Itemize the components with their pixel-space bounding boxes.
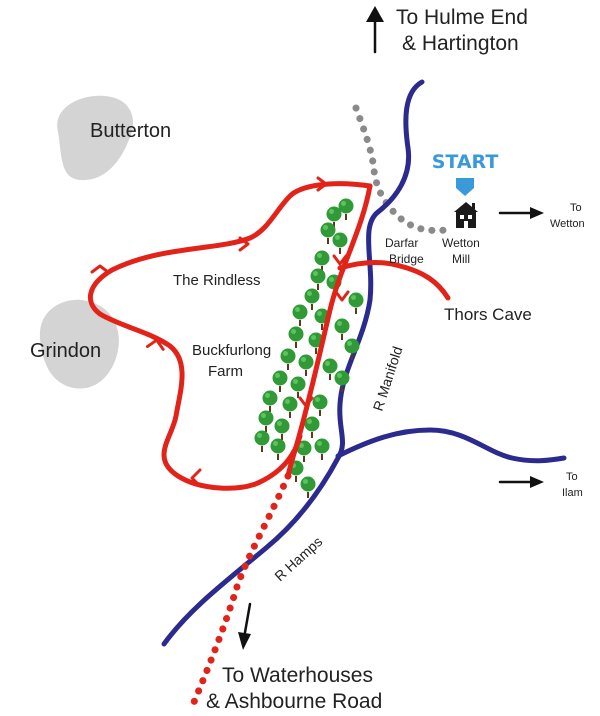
- route-direction-icon: [238, 236, 250, 252]
- wetton-direction-line2: Wetton: [550, 218, 585, 230]
- tree-icon: [338, 198, 354, 220]
- tree-icon: [304, 416, 320, 438]
- north-direction-line2: & Hartington: [402, 32, 519, 55]
- route-loop: [88, 181, 373, 491]
- tree-icon: [314, 438, 330, 460]
- tree-icon: [298, 354, 314, 376]
- tree-icon: [290, 376, 306, 398]
- house-icon: [454, 202, 478, 228]
- tree-icon: [334, 318, 350, 340]
- darfar-bridge-label-line2: Bridge: [389, 252, 424, 266]
- tree-icon: [258, 410, 274, 432]
- river-hamps: [335, 427, 567, 464]
- tree-icon: [254, 430, 270, 452]
- wetton-mill-label-line1: Wetton: [442, 236, 480, 250]
- tree-icon: [292, 304, 308, 326]
- tree-icon: [300, 476, 316, 498]
- tree-icon: [262, 390, 278, 412]
- tree-icon: [348, 292, 364, 314]
- buckfurlong-label-line1: Buckfurlong: [192, 342, 271, 359]
- route-direction-icon: [332, 254, 348, 266]
- tree-icon: [274, 418, 290, 440]
- wetton-mill-label-line2: Mill: [452, 252, 470, 266]
- arrow-icon: [238, 602, 252, 650]
- tree-icon: [272, 370, 288, 392]
- route-direction-icon: [334, 290, 350, 302]
- tree-icon: [270, 438, 286, 460]
- route-branch-thors-cave: [337, 259, 451, 301]
- butterton-area: [57, 95, 134, 181]
- south-direction-line1: To Waterhouses: [222, 664, 373, 687]
- route-direction-icon: [316, 176, 328, 192]
- butterton-label: Butterton: [90, 120, 171, 142]
- north-direction-line1: To Hulme End: [396, 6, 528, 29]
- ilam-direction-line1: To: [566, 471, 578, 483]
- start-marker-icon: [456, 178, 474, 196]
- tree-icon: [288, 326, 304, 348]
- tree-icon: [310, 268, 326, 290]
- route-direction-icon: [190, 468, 202, 488]
- tree-icon: [280, 348, 296, 370]
- tree-icon: [322, 358, 338, 380]
- footpath-grey: [352, 104, 450, 234]
- tree-icon: [296, 440, 312, 462]
- grindon-area: [39, 299, 119, 389]
- river-manifold: [161, 79, 425, 647]
- route-direction-icon: [90, 264, 110, 274]
- route-direction-icon: [145, 338, 165, 351]
- route-direction-icon: [298, 396, 314, 408]
- route-dotted-south: [190, 472, 292, 706]
- river-manifold-label: R Manifold: [370, 344, 406, 413]
- start-label: START: [432, 151, 499, 173]
- tree-icon: [332, 232, 348, 254]
- arrow-icon: [366, 6, 384, 54]
- arrow-icon: [498, 476, 544, 488]
- tree-icon: [282, 396, 298, 418]
- thors-cave-label: Thors Cave: [444, 305, 532, 324]
- wetton-direction-line1: To: [570, 202, 582, 214]
- woodland: [254, 198, 364, 498]
- tree-icon: [304, 288, 320, 310]
- grindon-label: Grindon: [30, 340, 101, 362]
- tree-icon: [334, 370, 350, 392]
- tree-icon: [320, 222, 336, 244]
- river-hamps-label: R Hamps: [271, 533, 325, 584]
- route-main: [285, 183, 373, 479]
- darfar-bridge-label-line1: Darfar: [385, 236, 418, 250]
- tree-icon: [312, 394, 328, 416]
- south-direction-line2: & Ashbourne Road: [206, 690, 382, 713]
- ilam-direction-line2: Ilam: [562, 487, 583, 499]
- buckfurlong-label-line2: Farm: [208, 363, 243, 380]
- arrow-icon: [498, 207, 544, 219]
- tree-icon: [344, 338, 360, 360]
- rindless-label: The Rindless: [173, 272, 261, 289]
